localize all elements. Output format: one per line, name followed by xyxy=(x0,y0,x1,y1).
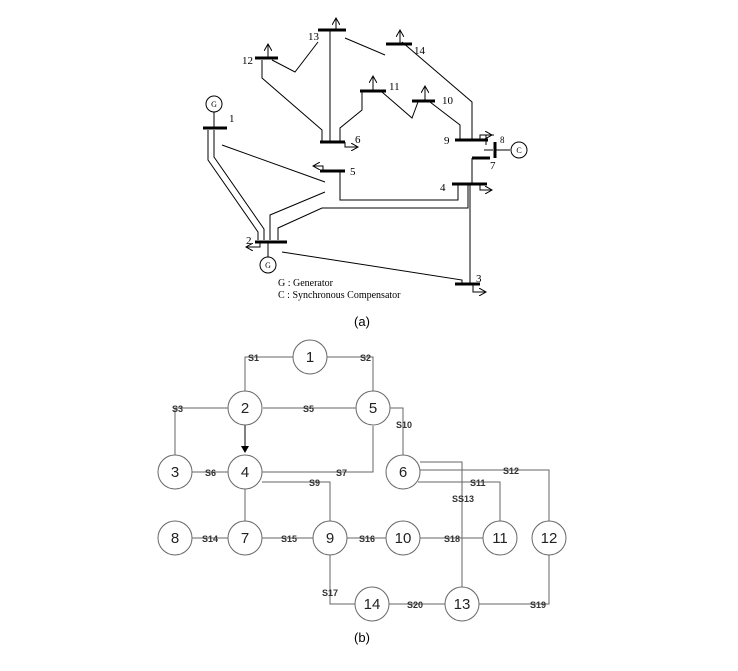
switch-s18: S18 xyxy=(444,534,460,544)
node-label-3: 3 xyxy=(171,464,179,481)
graph-nodes xyxy=(157,339,567,622)
node-label-14: 14 xyxy=(364,596,381,613)
node-8 xyxy=(157,520,193,556)
load-arrows xyxy=(246,18,492,292)
switch-s14: S14 xyxy=(202,534,218,544)
switch-ss13: SS13 xyxy=(452,494,474,504)
node-label-1: 1 xyxy=(306,349,314,366)
edge-s19 xyxy=(479,555,550,605)
switch-s7: S7 xyxy=(336,468,347,478)
node-label-11: 11 xyxy=(492,530,508,547)
switch-s11: S11 xyxy=(470,478,486,488)
edge-s9 xyxy=(262,481,331,522)
node-5 xyxy=(355,390,391,426)
bus-label-3: 3 xyxy=(476,273,482,285)
gen-symbol-1: G xyxy=(211,100,217,109)
node-label-5: 5 xyxy=(369,400,377,417)
switch-s12: S12 xyxy=(503,466,519,476)
node-label-9: 9 xyxy=(326,530,334,547)
node-label-10: 10 xyxy=(395,530,412,547)
generator-icon xyxy=(259,256,277,274)
bus-bars xyxy=(203,28,497,286)
graph-edges xyxy=(174,356,550,605)
bus-label-12: 12 xyxy=(242,55,253,67)
legend-generator: G : Generator xyxy=(278,278,334,289)
generator-bus-2: G xyxy=(259,242,277,274)
switch-s2: S2 xyxy=(360,353,371,363)
node-11 xyxy=(482,520,518,556)
switch-s6: S6 xyxy=(205,468,216,478)
node-3 xyxy=(157,454,193,490)
node-label-6: 6 xyxy=(399,464,407,481)
switch-labels: S1 S2 S3 S5 S6 S7 S9 S10 S11 S12 SS13 S1… xyxy=(172,353,546,610)
compensator-bus-8: C xyxy=(510,141,528,159)
switch-s20: S20 xyxy=(407,600,423,610)
gen-symbol-2: G xyxy=(265,261,271,270)
generator-bus-1: G xyxy=(205,95,223,128)
edge-s17 xyxy=(329,555,355,605)
node-13 xyxy=(444,586,480,622)
bus-label-11: 11 xyxy=(389,81,400,93)
switch-s10: S10 xyxy=(396,420,412,430)
bus-label-9: 9 xyxy=(444,135,450,147)
node-6 xyxy=(385,454,421,490)
transmission-lines xyxy=(207,30,510,283)
switch-s17: S17 xyxy=(322,588,338,598)
bus-label-8: 8 xyxy=(500,135,505,145)
edge-s7 xyxy=(262,426,374,473)
node-1 xyxy=(292,339,328,375)
bus-label-7: 7 xyxy=(490,160,496,172)
switch-s16: S16 xyxy=(359,534,375,544)
edge-ss13 xyxy=(420,461,463,587)
node-14 xyxy=(354,586,390,622)
generator-icon xyxy=(205,95,223,113)
bus-label-6: 6 xyxy=(355,134,361,146)
node-label-7: 7 xyxy=(241,530,249,547)
node-10 xyxy=(385,520,421,556)
switch-s15: S15 xyxy=(281,534,297,544)
node-7 xyxy=(227,520,263,556)
legend: G : Generator C : Synchronous Compensato… xyxy=(278,278,401,301)
node-label-4: 4 xyxy=(241,464,249,481)
node-12 xyxy=(531,520,567,556)
edge-s10 xyxy=(390,407,404,455)
node-label-13: 13 xyxy=(454,596,471,613)
legend-compensator: C : Synchronous Compensator xyxy=(278,290,401,301)
bus-label-14: 14 xyxy=(414,45,426,57)
edge-s1 xyxy=(244,356,293,392)
bus-label-10: 10 xyxy=(442,95,454,107)
edge-s2 xyxy=(327,356,374,392)
bus-label-2: 2 xyxy=(246,235,252,247)
bus-label-4: 4 xyxy=(440,182,446,194)
comp-symbol: C xyxy=(516,146,521,155)
edge-s3 xyxy=(174,407,228,455)
switch-s3: S3 xyxy=(172,404,183,414)
node-2 xyxy=(227,390,263,426)
switch-s5: S5 xyxy=(303,404,314,414)
node-label-12: 12 xyxy=(541,530,558,547)
bus-label-5: 5 xyxy=(350,166,356,178)
bus-labels: 1 2 3 4 5 6 7 8 9 10 11 12 13 14 xyxy=(229,31,505,285)
switch-s19: S19 xyxy=(530,600,546,610)
edge-s11 xyxy=(418,481,501,522)
switch-s9: S9 xyxy=(309,478,320,488)
switch-s1: S1 xyxy=(248,353,259,363)
node-label-8: 8 xyxy=(171,530,179,547)
compensator-icon xyxy=(510,141,528,159)
edge-s12 xyxy=(420,469,550,522)
bus-label-1: 1 xyxy=(229,113,235,125)
node-9 xyxy=(312,520,348,556)
bus-label-13: 13 xyxy=(308,31,320,43)
node-4 xyxy=(227,454,263,490)
caption-a: (a) xyxy=(354,314,370,329)
node-label-2: 2 xyxy=(241,400,249,417)
diagram-b: S1 S2 S3 S5 S6 S7 S9 S10 S11 S12 SS13 S1… xyxy=(157,339,567,645)
caption-b: (b) xyxy=(354,630,370,645)
node-labels: 1 2 3 4 5 6 7 8 9 10 11 12 13 14 xyxy=(171,349,558,613)
